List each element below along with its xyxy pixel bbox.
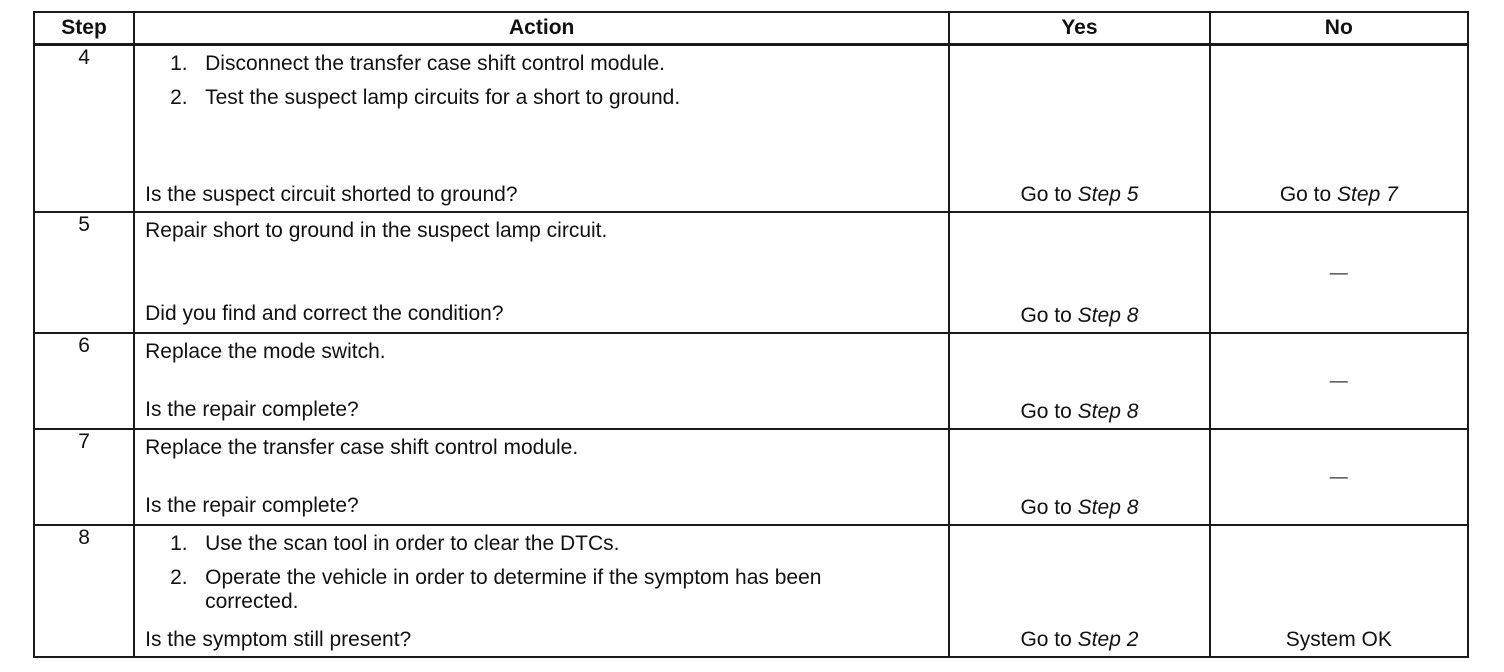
yes-result: Go to Step 8 [950, 304, 1208, 328]
action-list: 1. Disconnect the transfer case shift co… [145, 52, 940, 110]
yes-target-link: Step 8 [1077, 496, 1139, 519]
header-no: No [1208, 11, 1470, 46]
action-question: Did you find and correct the condition? [145, 302, 504, 325]
diagnostic-table: Step Action Yes No 4 1. Disconnect the t… [32, 11, 1470, 658]
yes-target-link: Step 8 [1077, 304, 1139, 327]
no-dash: — [1329, 466, 1348, 487]
list-item-text: Operate the vehicle in order to determin… [205, 566, 822, 613]
header-row: Step Action Yes No [32, 11, 1470, 46]
step-number: 5 [32, 211, 136, 334]
yes-cell: Go to Step 8 [948, 332, 1211, 430]
no-cell: Go to Step 7 [1208, 43, 1470, 213]
yes-cell: Go to Step 8 [948, 428, 1211, 526]
step-number: 8 [32, 524, 136, 658]
yes-prefix: Go to [1020, 183, 1072, 206]
list-item-number: 1. [170, 52, 188, 75]
header-action: Action [133, 11, 951, 46]
action-question: Is the repair complete? [145, 494, 359, 517]
yes-prefix: Go to [1020, 400, 1072, 423]
action-cell: Repair short to ground in the suspect la… [133, 211, 951, 334]
list-item-number: 1. [170, 532, 188, 555]
list-item: 1. Use the scan tool in order to clear t… [145, 532, 940, 556]
no-cell: — [1208, 332, 1470, 430]
table-row: 7 Replace the transfer case shift contro… [32, 428, 1470, 526]
action-question: Is the repair complete? [145, 398, 359, 421]
no-cell: System OK [1208, 524, 1470, 658]
action-question: Is the symptom still present? [145, 628, 412, 651]
yes-cell: Go to Step 5 [948, 43, 1211, 213]
yes-prefix: Go to [1020, 628, 1072, 651]
step-number: 6 [32, 332, 136, 430]
step-number: 4 [32, 43, 136, 213]
header-step: Step [32, 11, 136, 46]
list-item: 2. Operate the vehicle in order to deter… [145, 566, 940, 614]
yes-result: Go to Step 8 [950, 496, 1208, 520]
table-row: 8 1. Use the scan tool in order to clear… [32, 524, 1470, 658]
yes-result: Go to Step 5 [950, 183, 1208, 207]
list-item: 1. Disconnect the transfer case shift co… [145, 52, 940, 76]
list-item-number: 2. [170, 566, 188, 589]
no-result: System OK [1285, 628, 1392, 651]
yes-result: Go to Step 8 [950, 400, 1208, 424]
no-result: Go to Step 7 [1211, 183, 1467, 207]
action-cell: Replace the transfer case shift control … [133, 428, 951, 526]
list-item-text: Use the scan tool in order to clear the … [205, 532, 620, 555]
yes-cell: Go to Step 8 [948, 211, 1211, 334]
action-cell: 1. Use the scan tool in order to clear t… [133, 524, 951, 658]
yes-target-link: Step 8 [1077, 400, 1139, 423]
table-row: 6 Replace the mode switch. Is the repair… [32, 332, 1470, 430]
action-cell: 1. Disconnect the transfer case shift co… [133, 43, 951, 213]
yes-cell: Go to Step 2 [948, 524, 1211, 658]
action-cell: Replace the mode switch. Is the repair c… [133, 332, 951, 430]
list-item-text: Test the suspect lamp circuits for a sho… [205, 86, 681, 109]
no-target-link: Step 7 [1337, 183, 1398, 206]
table-row: 4 1. Disconnect the transfer case shift … [32, 43, 1470, 213]
action-text: Repair short to ground in the suspect la… [145, 219, 608, 242]
action-list: 1. Use the scan tool in order to clear t… [145, 532, 940, 614]
yes-prefix: Go to [1020, 304, 1072, 327]
diagnostic-table-page: Step Action Yes No 4 1. Disconnect the t… [32, 11, 1470, 658]
no-prefix: Go to [1279, 183, 1332, 206]
list-item: 2. Test the suspect lamp circuits for a … [145, 86, 940, 110]
no-dash: — [1329, 370, 1348, 391]
list-item-number: 2. [170, 86, 188, 109]
header-yes: Yes [948, 11, 1211, 46]
step-number: 7 [32, 428, 136, 526]
table-row: 5 Repair short to ground in the suspect … [32, 211, 1470, 334]
list-item-text: Disconnect the transfer case shift contr… [205, 52, 666, 75]
no-dash: — [1329, 262, 1348, 282]
action-text: Replace the transfer case shift control … [145, 436, 579, 459]
no-cell: — [1208, 428, 1470, 526]
action-text: Replace the mode switch. [145, 340, 386, 363]
yes-target-link: Step 2 [1077, 628, 1139, 651]
yes-result: Go to Step 2 [950, 628, 1208, 652]
yes-target-link: Step 5 [1077, 183, 1139, 206]
action-question: Is the suspect circuit shorted to ground… [145, 183, 518, 206]
yes-prefix: Go to [1020, 496, 1072, 519]
no-cell: — [1208, 211, 1470, 334]
